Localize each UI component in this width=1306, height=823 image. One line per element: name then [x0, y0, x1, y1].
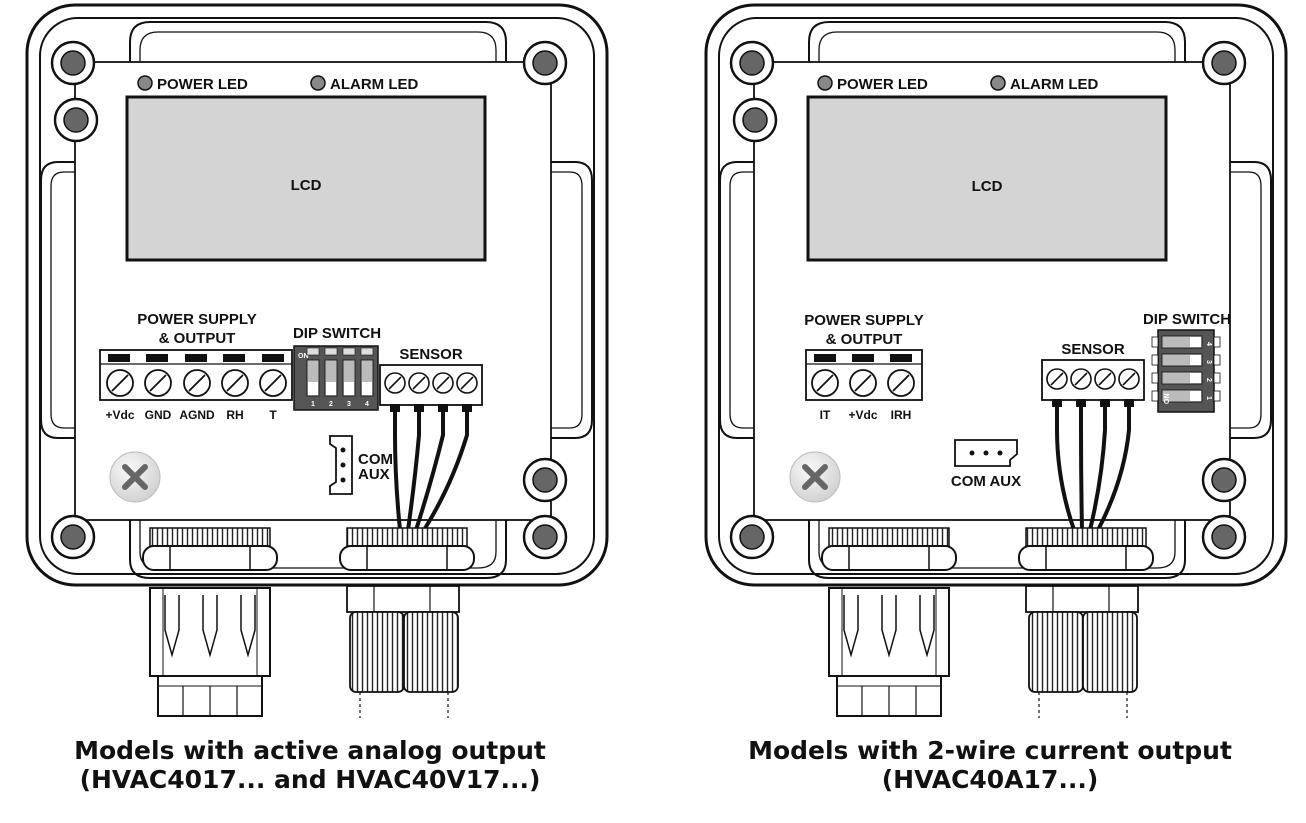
terminal-label: AGND: [179, 408, 215, 422]
screw-icon: [1201, 40, 1247, 86]
led-icon: [137, 75, 153, 91]
sensor-label: SENSOR: [399, 346, 463, 363]
screw-icon: [53, 97, 99, 143]
screw-icon: [384, 372, 406, 394]
dip-number: 1: [1205, 396, 1212, 400]
terminal-label: +Vdc: [848, 408, 877, 422]
screw-icon: [729, 40, 775, 86]
terminal-label: GND: [145, 408, 172, 422]
screw-icon: [1094, 368, 1116, 390]
left-device: POWER LED ALARM LED LCD POWER SUPPLY & O…: [25, 3, 609, 718]
screw-icon: [849, 369, 877, 397]
dip-number: 4: [1205, 342, 1212, 346]
com-aux-label: COM: [358, 451, 393, 468]
dip-number: 4: [365, 401, 369, 408]
cable-gland-right: [1018, 527, 1154, 718]
dip-on-label: ON: [1164, 394, 1171, 405]
power-supply-label-2: & OUTPUT: [826, 331, 903, 348]
dip-number: 3: [347, 401, 351, 408]
caption-right-line1: Models with 2-wire current output: [748, 736, 1232, 765]
screw-icon: [522, 514, 568, 560]
lcd-label: LCD: [972, 178, 1003, 195]
terminal-label: T: [269, 408, 277, 422]
screw-icon: [144, 369, 172, 397]
screw-icon: [811, 369, 839, 397]
screw-icon: [408, 372, 430, 394]
power-led-label: POWER LED: [837, 76, 928, 93]
caption-left-line1: Models with active analog output: [74, 736, 546, 765]
power-supply-label: POWER SUPPLY: [137, 311, 256, 328]
screw-icon: [522, 40, 568, 86]
terminal-label: IRH: [891, 408, 912, 422]
close-icon: [789, 451, 841, 503]
dip-switch-label: DIP SWITCH: [1143, 311, 1231, 328]
lcd-display: [806, 95, 1168, 262]
terminal-label: +Vdc: [105, 408, 134, 422]
terminal-label: IT: [820, 408, 831, 422]
dip-number: 1: [311, 401, 315, 408]
dip-number: 3: [1205, 360, 1212, 364]
screw-icon: [887, 369, 915, 397]
close-icon: [109, 451, 161, 503]
screw-icon: [456, 372, 478, 394]
screw-icon: [106, 369, 134, 397]
screw-icon: [1118, 368, 1140, 390]
lcd-label: LCD: [291, 177, 322, 194]
sensor-wires: [393, 410, 469, 532]
dip-number: 2: [1205, 378, 1212, 382]
screw-icon: [1046, 368, 1068, 390]
screw-icon: [1070, 368, 1092, 390]
power-supply-label-2: & OUTPUT: [159, 330, 236, 347]
caption-right-line2: (HVAC40A17...): [881, 765, 1099, 794]
cable-gland-right: [339, 527, 475, 718]
led-icon: [817, 75, 833, 91]
screw-icon: [50, 514, 96, 560]
screw-icon: [522, 457, 568, 503]
screw-icon: [183, 369, 211, 397]
caption-right: Models with 2-wire current output (HVAC4…: [690, 736, 1290, 794]
led-icon: [990, 75, 1006, 91]
terminal-label: RH: [226, 408, 243, 422]
screw-icon: [259, 369, 287, 397]
led-icon: [310, 75, 326, 91]
screw-icon: [1201, 457, 1247, 503]
alarm-led-label: ALARM LED: [330, 76, 418, 93]
right-device: POWER LED ALARM LED LCD POWER SUPPLY & O…: [704, 3, 1288, 718]
sensor-wires: [1055, 405, 1131, 531]
screw-icon: [1201, 514, 1247, 560]
com-aux-label-2: AUX: [358, 466, 390, 483]
power-supply-label: POWER SUPPLY: [804, 312, 923, 329]
power-led-label: POWER LED: [157, 76, 248, 93]
caption-left-line2: (HVAC4017... and HVAC40V17...): [79, 765, 541, 794]
screw-icon: [221, 369, 249, 397]
sensor-label: SENSOR: [1061, 341, 1125, 358]
screw-icon: [50, 40, 96, 86]
alarm-led-label: ALARM LED: [1010, 76, 1098, 93]
dip-on-label: ON: [298, 353, 309, 360]
screw-icon: [732, 97, 778, 143]
screw-icon: [729, 514, 775, 560]
screw-icon: [432, 372, 454, 394]
cable-gland-left: [142, 527, 278, 717]
com-aux-label: COM AUX: [951, 473, 1021, 490]
caption-left: Models with active analog output (HVAC40…: [10, 736, 610, 794]
cable-gland-left: [821, 527, 957, 717]
lcd-display: [125, 95, 487, 262]
dip-switch-label: DIP SWITCH: [293, 325, 381, 342]
dip-number: 2: [329, 401, 333, 408]
